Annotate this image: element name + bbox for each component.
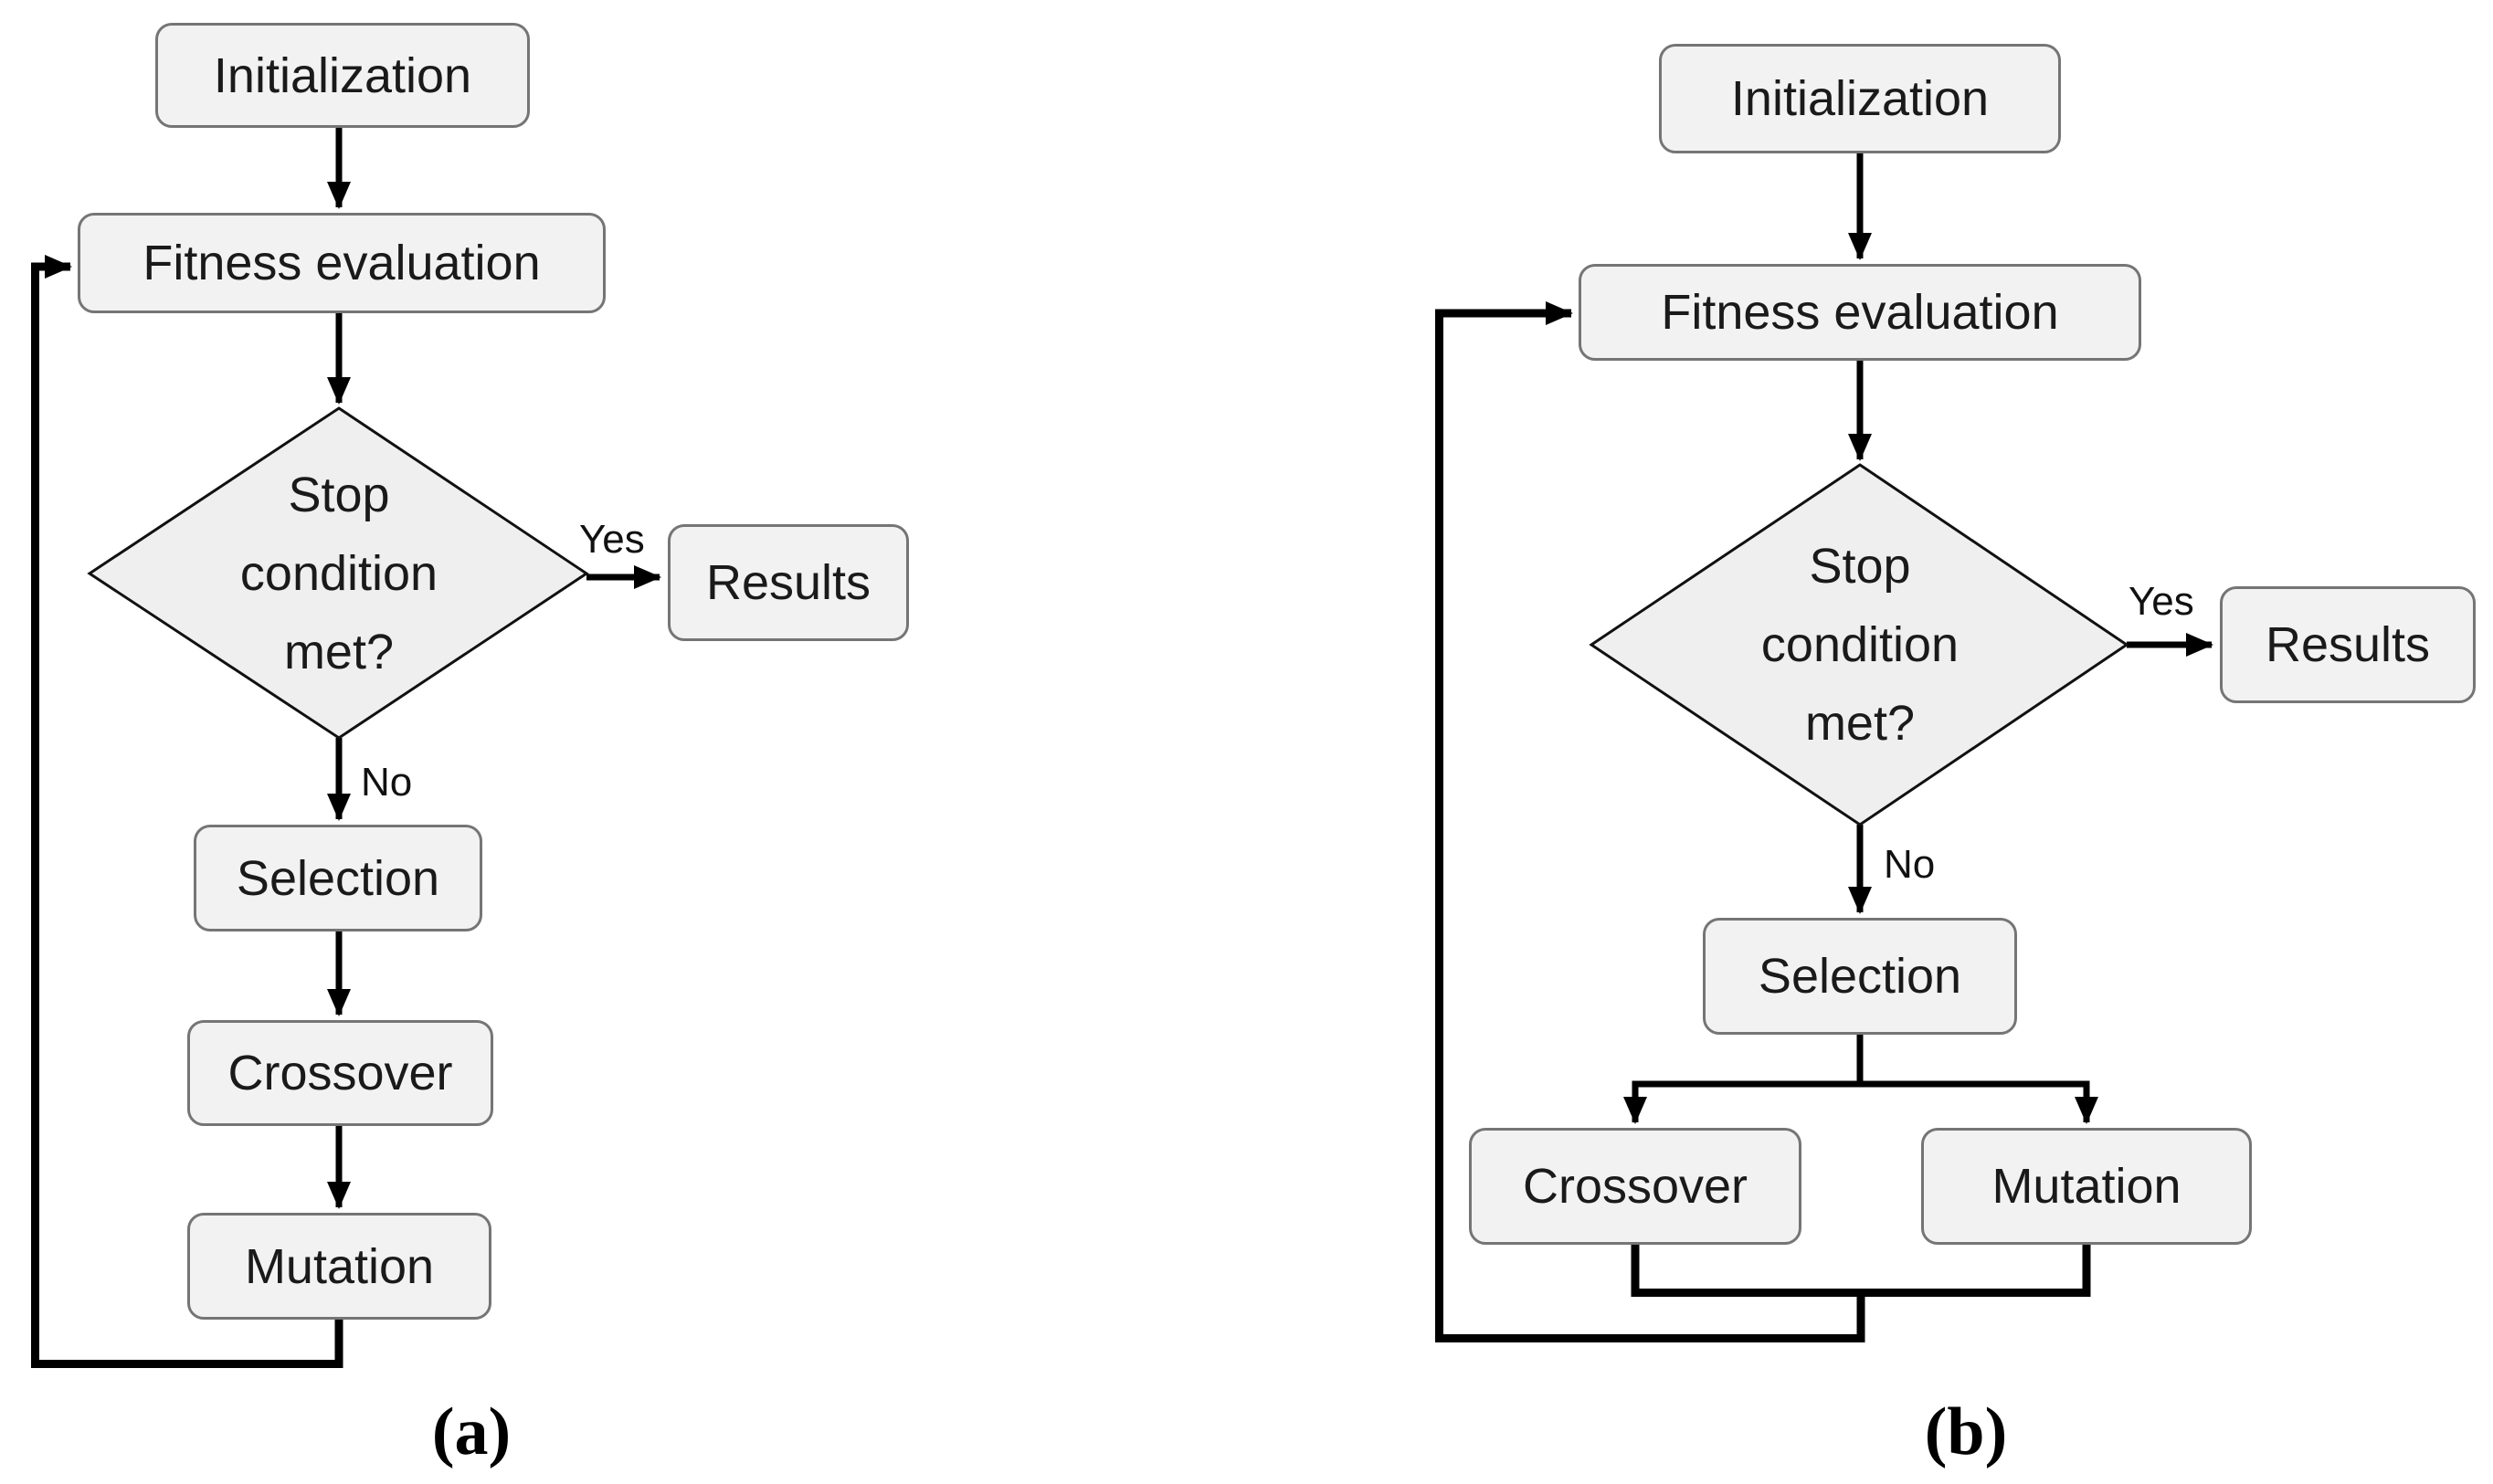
panel-caption-a: (a) (431, 1395, 512, 1469)
panel-caption-b: (b) (1924, 1395, 2008, 1469)
fitness-evaluation-node-a: Fitness evaluation (78, 213, 606, 313)
initialization-node-a: Initialization (155, 23, 530, 128)
results-node-b: Results (2220, 586, 2476, 703)
yes-edge-label-a: Yes (579, 517, 645, 562)
edge-split-to-crossover-b (1623, 1080, 1860, 1124)
edge-mutation-loopback-to-fitness-a (31, 255, 343, 1368)
results-node-a: Results (668, 524, 909, 641)
selection-node-a: Selection (194, 825, 482, 931)
initialization-node-b: Initialization (1659, 44, 2061, 153)
fitness-evaluation-node-b: Fitness evaluation (1579, 264, 2141, 361)
crossover-node-a: Crossover (187, 1020, 493, 1126)
edge-merge-loopback-to-fitness-b (1435, 301, 1865, 1342)
mutation-node-a: Mutation (187, 1213, 491, 1320)
no-edge-label-b: No (1884, 842, 1936, 887)
stop-condition-label-a: Stop condition met? (239, 468, 438, 679)
edge-crossover-mutation-merge-b (1631, 1245, 2091, 1297)
edge-split-to-mutation-b (1860, 1080, 2098, 1124)
mutation-node-b: Mutation (1921, 1128, 2252, 1245)
stop-condition-label-b: Stop condition met? (1760, 539, 1960, 751)
selection-node-b: Selection (1703, 918, 2017, 1035)
decision-diamond-b (1589, 463, 2129, 826)
yes-edge-label-b: Yes (2129, 579, 2194, 624)
decision-diamond-a (87, 406, 589, 740)
crossover-node-b: Crossover (1469, 1128, 1801, 1245)
no-edge-label-a: No (361, 760, 413, 805)
